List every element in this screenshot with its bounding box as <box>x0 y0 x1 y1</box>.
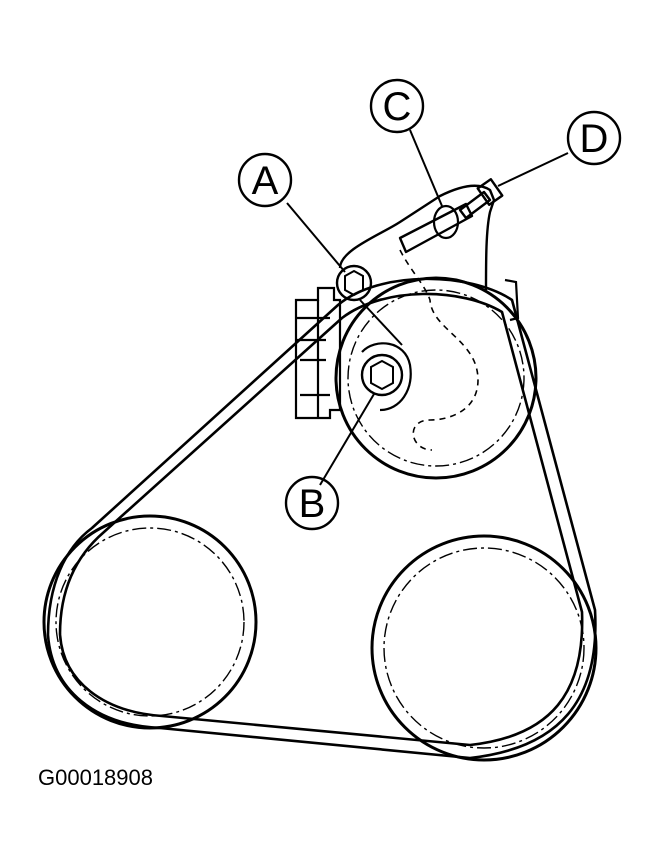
callout-c: C <box>369 78 425 134</box>
callout-a-circle <box>237 152 293 208</box>
leader-b <box>319 393 375 486</box>
bolt-b-hex-icon <box>370 359 394 391</box>
bolt-a <box>335 264 373 302</box>
lower-right-pulley-rim <box>370 534 598 762</box>
adjuster-slot <box>398 202 474 254</box>
callout-d-circle <box>566 110 622 166</box>
bolt-a-washer <box>335 264 373 302</box>
bolt-b-washer <box>360 353 404 397</box>
crankshaft-pulley-rim <box>42 514 258 730</box>
crankshaft-pulley-groove <box>55 527 245 717</box>
bolt-b <box>360 353 404 397</box>
bracket-right-tab <box>504 278 520 322</box>
adjusting-bolt <box>458 190 492 220</box>
adjusting-bolt-head <box>476 178 504 206</box>
callout-b-label: B <box>299 482 326 526</box>
callout-d-label: D <box>580 117 609 161</box>
bolt-a-hex-icon <box>344 269 364 297</box>
pivot-lug <box>361 342 412 412</box>
lower-right-pulley-groove <box>383 547 585 749</box>
leader-d <box>497 152 569 187</box>
leader-a <box>286 202 346 273</box>
upper-pulley-groove <box>347 289 525 467</box>
upper-pulley <box>334 276 538 480</box>
lower-right-pulley <box>370 534 598 762</box>
callout-c-label: C <box>383 85 412 129</box>
crankshaft-pulley <box>42 514 258 730</box>
figure-id: G00018908 <box>38 765 153 790</box>
leader-lines <box>286 129 569 486</box>
mounting-bracket <box>294 278 520 420</box>
callout-b-circle <box>284 475 340 531</box>
callout-a-label: A <box>252 159 279 203</box>
adjuster-arm-body <box>338 184 496 291</box>
callout-a: A <box>237 152 293 208</box>
callout-c-circle <box>369 78 425 134</box>
callout-b: B <box>284 475 340 531</box>
leader-a-ext <box>359 299 403 346</box>
upper-pulley-rim <box>334 276 538 480</box>
drive-belt-inner <box>58 292 584 747</box>
adjuster-slot-bolt <box>432 204 460 240</box>
adjuster-arm <box>338 178 504 451</box>
callout-d: D <box>566 110 622 166</box>
leader-c <box>409 129 443 207</box>
pivot-plate-hidden-outline <box>399 249 479 451</box>
